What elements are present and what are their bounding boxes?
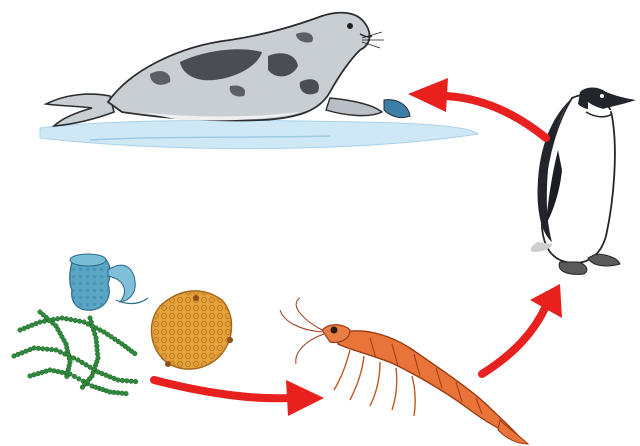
diatom-bead (116, 378, 121, 383)
diatom-bead (55, 317, 60, 322)
diatom-bead (49, 347, 54, 352)
diatom-bead (60, 316, 65, 321)
coccolith-icon (151, 291, 233, 369)
diatom-bead (80, 385, 85, 390)
diatom-bead (72, 374, 77, 379)
diatom-bead (71, 356, 76, 361)
diatom-bead (64, 317, 69, 322)
arrow-krill-to-penguin (482, 284, 562, 374)
diatom-bead (65, 374, 70, 379)
diatom-bead (45, 347, 50, 352)
diatom-bead (129, 379, 134, 384)
diatom-bead (125, 379, 130, 384)
diatom-bead (77, 377, 82, 382)
diatom-bead (54, 348, 59, 353)
diatom-bead (32, 346, 37, 351)
diatom-bead (36, 346, 41, 351)
diatom-bead (58, 350, 63, 355)
diatom-bead (41, 347, 46, 352)
diatom-bead (133, 351, 138, 356)
arrow-phytoplankton-to-krill (154, 380, 324, 416)
ice-floe (40, 120, 478, 148)
diatom-bead (77, 319, 82, 324)
seal-icon (40, 13, 478, 149)
diatom-bead (38, 320, 43, 325)
diatom-bead (120, 378, 125, 383)
phytoplankton-icon (12, 254, 233, 396)
diatom-bead (73, 318, 78, 323)
diatom-bead (124, 391, 129, 396)
penguin-icon (531, 88, 636, 275)
dinoflagellate-icon (70, 254, 148, 310)
diatom-chain-icon (12, 310, 138, 396)
diatom-bead (69, 317, 74, 322)
diatom-bead (133, 379, 138, 384)
